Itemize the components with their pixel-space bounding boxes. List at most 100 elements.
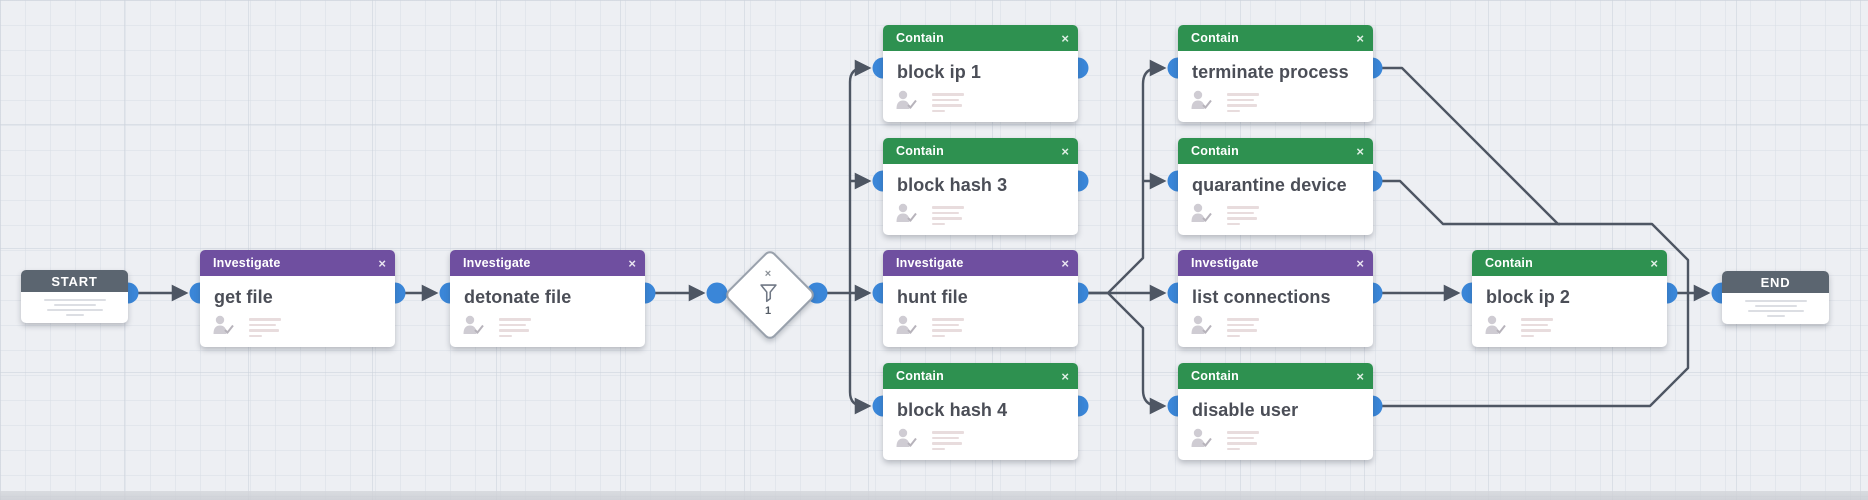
node-header: Contain ×: [1472, 250, 1667, 276]
config-placeholder-lines: [1227, 318, 1259, 340]
node-meta: [1484, 315, 1553, 340]
config-placeholder-lines: [249, 318, 281, 340]
owner-check-icon: [463, 315, 484, 335]
filter-content: ×1: [723, 248, 813, 338]
node-meta: [1190, 90, 1259, 115]
close-icon[interactable]: ×: [1356, 143, 1364, 159]
node-title: list connections: [1192, 287, 1331, 307]
edge-quarantine-device-to-end[interactable]: [1372, 179, 1560, 226]
node-header: Investigate ×: [450, 250, 645, 276]
node-disable-user[interactable]: Contain × disable user: [1178, 363, 1373, 460]
config-placeholder-lines: [1722, 293, 1829, 320]
close-icon[interactable]: ×: [1061, 30, 1069, 46]
node-category-label: Investigate: [896, 256, 964, 270]
node-header: Investigate ×: [200, 250, 395, 276]
edge-hunt-file-to-terminate-process[interactable]: [1078, 59, 1167, 295]
node-meta: [895, 428, 964, 453]
node-category-label: Contain: [1485, 256, 1533, 270]
node-get-file[interactable]: Investigate × get file: [200, 250, 395, 347]
node-quarantine-device[interactable]: Contain × quarantine device: [1178, 138, 1373, 235]
node-block-ip-2[interactable]: Contain × block ip 2: [1472, 250, 1667, 347]
edge-terminate-process-to-end[interactable]: [1372, 66, 1690, 293]
node-header: Contain ×: [883, 25, 1078, 51]
config-placeholder-lines: [932, 318, 964, 340]
node-body: quarantine device: [1178, 164, 1373, 225]
node-meta: [1190, 315, 1259, 340]
close-icon[interactable]: ×: [1356, 30, 1364, 46]
close-icon[interactable]: ×: [1356, 368, 1364, 384]
owner-check-icon: [1191, 203, 1212, 223]
node-category-label: Investigate: [213, 256, 281, 270]
connector-dot[interactable]: [706, 282, 728, 304]
node-detonate-file[interactable]: Investigate × detonate file: [450, 250, 645, 347]
owner-check-icon: [1191, 90, 1212, 110]
node-header: Contain ×: [1178, 363, 1373, 389]
node-category-label: Investigate: [1191, 256, 1259, 270]
config-placeholder-lines: [932, 206, 964, 228]
owner-check-icon: [896, 90, 917, 110]
owner-check-icon: [896, 315, 917, 335]
filter-funnel-icon: [759, 284, 777, 303]
node-list-connections[interactable]: Investigate × list connections: [1178, 250, 1373, 347]
node-category-label: Contain: [1191, 369, 1239, 383]
terminal-header: END: [1722, 271, 1829, 293]
close-icon[interactable]: ×: [378, 255, 386, 271]
node-title: block ip 1: [897, 62, 982, 82]
node-title: disable user: [1192, 400, 1299, 420]
node-category-label: Contain: [1191, 31, 1239, 45]
node-title: block hash 3: [897, 175, 1008, 195]
close-icon[interactable]: ×: [628, 255, 636, 271]
node-block-hash-4[interactable]: Contain×block hash 4: [883, 363, 1078, 460]
node-body: hunt file: [883, 276, 1078, 337]
close-icon[interactable]: ×: [764, 268, 772, 280]
node-category-label: Contain: [896, 31, 944, 45]
node-meta: [895, 315, 964, 340]
owner-check-icon: [1191, 315, 1212, 335]
edge-disable-user-to-end[interactable]: [1372, 293, 1690, 408]
node-start[interactable]: START: [21, 270, 128, 323]
node-title: quarantine device: [1192, 175, 1347, 195]
node-category-label: Contain: [1191, 144, 1239, 158]
config-placeholder-lines: [1521, 318, 1553, 340]
terminal-label: START: [51, 273, 98, 289]
config-placeholder-lines: [499, 318, 531, 340]
owner-check-icon: [896, 428, 917, 448]
close-icon[interactable]: ×: [1061, 255, 1069, 271]
node-body: get file: [200, 276, 395, 337]
node-filter-1[interactable]: ×1: [723, 248, 817, 342]
edge-filter-1-to-block-ip-1[interactable]: [848, 59, 872, 293]
node-block-hash-3[interactable]: Contain×block hash 3: [883, 138, 1078, 235]
filter-label: 1: [764, 305, 772, 317]
close-icon[interactable]: ×: [1650, 255, 1658, 271]
node-meta: [212, 315, 281, 340]
owner-check-icon: [1485, 315, 1506, 335]
node-header: Investigate ×: [1178, 250, 1373, 276]
node-header: Contain ×: [1178, 25, 1373, 51]
close-icon[interactable]: ×: [1061, 368, 1069, 384]
config-placeholder-lines: [1227, 431, 1259, 453]
close-icon[interactable]: ×: [1356, 255, 1364, 271]
edge-hunt-file-to-disable-user[interactable]: [1107, 292, 1167, 415]
node-body: block ip 1: [883, 51, 1078, 112]
node-title: detonate file: [464, 287, 572, 307]
node-body: list connections: [1178, 276, 1373, 337]
owner-check-icon: [213, 315, 234, 335]
node-body: block hash 3: [883, 164, 1078, 225]
node-title: block hash 4: [897, 400, 1008, 420]
node-category-label: Investigate: [463, 256, 531, 270]
node-header: Contain ×: [1178, 138, 1373, 164]
config-placeholder-lines: [1227, 206, 1259, 228]
node-terminate-process[interactable]: Contain×terminate process: [1178, 25, 1373, 122]
node-end[interactable]: END: [1722, 271, 1829, 324]
node-meta: [462, 315, 531, 340]
config-placeholder-lines: [21, 292, 128, 319]
node-hunt-file[interactable]: Investigate × hunt file: [883, 250, 1078, 347]
close-icon[interactable]: ×: [1061, 143, 1069, 159]
config-placeholder-lines: [932, 431, 964, 453]
node-title: block ip 2: [1486, 287, 1571, 307]
config-placeholder-lines: [1227, 93, 1259, 115]
node-block-ip-1[interactable]: Contain × block ip 1: [883, 25, 1078, 122]
node-body: detonate file: [450, 276, 645, 337]
edge-filter-1-to-block-hash-4[interactable]: [848, 293, 872, 415]
